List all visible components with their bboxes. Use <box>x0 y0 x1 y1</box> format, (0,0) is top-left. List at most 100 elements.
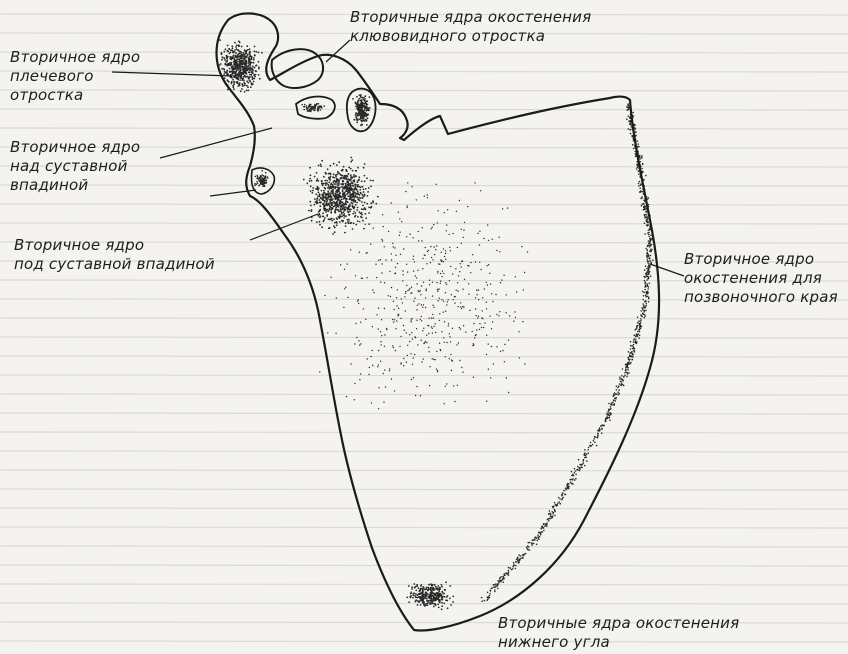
stipple-dot <box>223 51 225 53</box>
stipple-dot <box>341 212 343 214</box>
stipple-dot <box>626 372 628 374</box>
stipple-dot <box>348 187 350 189</box>
background-line <box>0 546 848 547</box>
stipple-dot <box>255 74 257 76</box>
stipple-dot <box>634 350 636 352</box>
stipple-dot <box>412 338 413 339</box>
stipple-dot <box>306 183 308 185</box>
stipple-dot <box>650 244 652 246</box>
stipple-dot <box>358 211 360 213</box>
stipple-dot <box>616 389 618 391</box>
stipple-dot <box>239 66 241 68</box>
stipple-dot <box>427 601 429 603</box>
stipple-dot <box>426 598 428 600</box>
stipple-dot <box>338 204 340 206</box>
stipple-dot <box>614 392 616 394</box>
stipple-dot <box>518 554 520 556</box>
stipple-dot <box>254 185 256 187</box>
stipple-dot <box>350 363 351 364</box>
stipple-dot <box>264 178 266 180</box>
stipple-dot <box>428 325 429 326</box>
stipple-dot <box>643 292 645 294</box>
stipple-dot <box>470 272 471 273</box>
stipple-dot <box>461 266 462 267</box>
label-humeral-line3: отростка <box>10 86 140 105</box>
stipple-dot <box>252 72 254 74</box>
stipple-dot <box>534 537 536 539</box>
stipple-dot <box>265 172 267 174</box>
stipple-dot <box>418 303 419 304</box>
stipple-dot <box>441 299 442 300</box>
stipple-dot <box>431 228 432 229</box>
stipple-dot <box>363 167 365 169</box>
stipple-dot <box>308 105 310 107</box>
stipple-dot <box>508 392 509 393</box>
stipple-dot <box>343 192 345 194</box>
stipple-dot <box>322 220 324 222</box>
stipple-dot <box>303 179 305 181</box>
stipple-dot <box>370 186 372 188</box>
stipple-dot <box>515 317 516 318</box>
stipple-dot <box>227 80 229 82</box>
stipple-dot <box>436 245 437 246</box>
stipple-dot <box>641 155 643 157</box>
stipple-dot <box>330 209 332 211</box>
stipple-dot <box>346 396 347 397</box>
stipple-dot <box>625 370 627 372</box>
stipple-dot <box>338 196 340 198</box>
stipple-dot <box>422 258 423 259</box>
stipple-dot <box>445 253 446 254</box>
stipple-dot <box>638 170 640 172</box>
stipple-dot <box>357 184 359 186</box>
stipple-dot <box>329 205 331 207</box>
stipple-dot <box>226 60 228 62</box>
stipple-dot <box>474 182 475 183</box>
stipple-dot <box>365 188 367 190</box>
stipple-dot <box>322 212 324 214</box>
stipple-dot <box>441 591 443 593</box>
stipple-dot <box>361 201 363 203</box>
stipple-dot <box>413 592 415 594</box>
stipple-dot <box>224 71 226 73</box>
stipple-dot <box>644 289 646 291</box>
stipple-dot <box>407 207 408 208</box>
stipple-dot <box>472 254 473 255</box>
stipple-dot <box>456 290 457 291</box>
stipple-dot <box>413 256 414 257</box>
stipple-dot <box>450 341 451 342</box>
stipple-dot <box>228 48 230 50</box>
stipple-dot <box>472 331 473 332</box>
stipple-dot <box>350 196 352 198</box>
stipple-dot <box>352 98 354 100</box>
stipple-dot <box>473 344 474 345</box>
stipple-dot <box>493 584 495 586</box>
stipple-dot <box>256 175 258 177</box>
stipple-dot <box>441 599 443 601</box>
stipple-dot <box>488 264 489 265</box>
stipple-dot <box>236 48 238 50</box>
stipple-dot <box>637 333 639 335</box>
stipple-dot <box>439 298 440 299</box>
stipple-dot <box>410 595 412 597</box>
stipple-dot <box>627 373 629 375</box>
stipple-dot <box>589 445 591 447</box>
stipple-dot <box>460 302 461 303</box>
stipple-dot <box>324 217 326 219</box>
stipple-dot <box>326 209 328 211</box>
stipple-dot <box>432 227 433 228</box>
stipple-dot <box>430 592 432 594</box>
stipple-dot <box>355 224 357 226</box>
background-line <box>0 318 848 319</box>
stipple-dot <box>364 213 366 215</box>
stipple-dot <box>491 328 492 329</box>
stipple-dot <box>649 265 651 267</box>
stipple-dot <box>523 555 525 557</box>
stipple-dot <box>319 221 321 223</box>
stipple-dot <box>637 140 639 142</box>
stipple-dot <box>532 540 534 542</box>
stipple-dot <box>436 184 437 185</box>
stipple-dot <box>628 372 630 374</box>
stipple-dot <box>477 233 478 234</box>
stipple-dot <box>437 585 439 587</box>
stipple-dot <box>323 192 325 194</box>
